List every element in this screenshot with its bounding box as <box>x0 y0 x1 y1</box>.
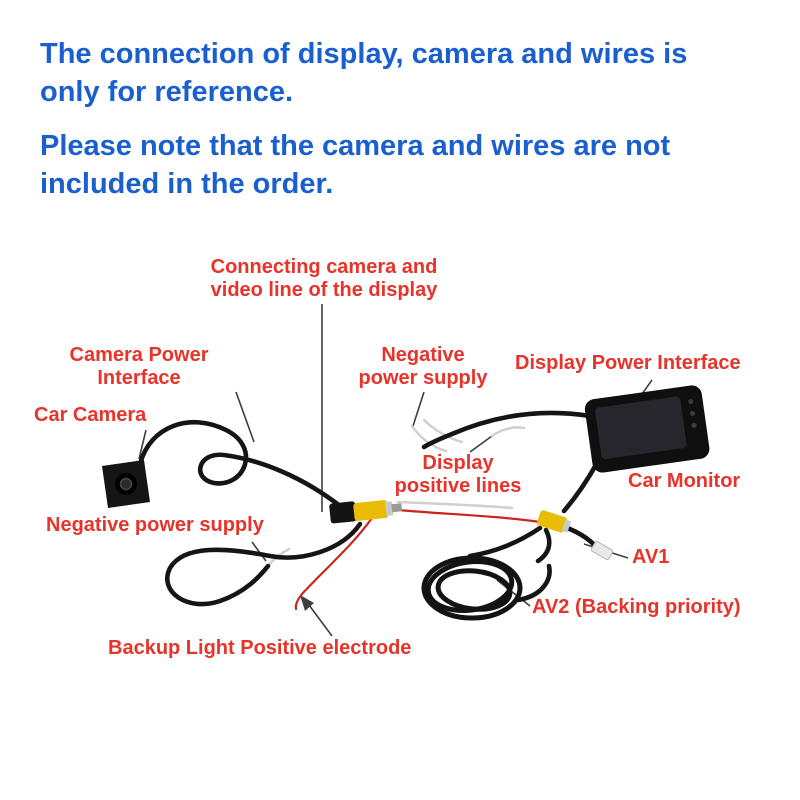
reference-note-line2: only for reference. <box>40 75 294 108</box>
red-wires <box>294 508 542 611</box>
label-camera-power-line2: Interface <box>97 367 181 390</box>
reference-note: The connection of display, camera and wi… <box>40 36 687 111</box>
cable-coil <box>421 555 523 621</box>
label-negative-power-supply-top: Negative power supply <box>350 344 496 390</box>
label-display-positive-line2: positive lines <box>394 475 522 498</box>
leader-display-power-line <box>641 379 653 395</box>
inclusion-note-line2: included in the order. <box>40 167 334 200</box>
video-rca-connector <box>329 500 403 524</box>
leader-negative-top-line <box>412 391 425 427</box>
car-camera-graphic <box>102 460 150 508</box>
leader-negative-bottom-line <box>251 541 267 562</box>
white-wire-av <box>396 500 514 510</box>
leader-lines <box>138 304 653 637</box>
label-display-positive-lines: Display positive lines <box>392 452 524 498</box>
label-display-positive-line1: Display <box>422 452 494 474</box>
leader-display-positive-line <box>469 435 493 453</box>
label-camera-power-interface: Camera Power Interface <box>55 344 223 390</box>
label-camera-power-line1: Camera Power <box>69 344 209 366</box>
label-av2: AV2 (Backing priority) <box>532 596 741 618</box>
leader-camera-power-line <box>235 391 255 443</box>
leader-car-camera-line <box>138 429 147 460</box>
coil-feed-cable <box>467 525 543 559</box>
monitor-cable <box>561 460 600 514</box>
white-wire-negative-top-2 <box>422 418 464 444</box>
red-wire-backup-light <box>294 516 374 611</box>
label-connecting-camera: Connecting camera and video line of the … <box>178 256 470 302</box>
reference-note-line1: The connection of display, camera and wi… <box>40 38 688 70</box>
white-wire-negative-top-1 <box>410 424 448 453</box>
display-harness-cable <box>421 410 593 450</box>
inclusion-note: Please note that the camera and wires ar… <box>40 128 670 203</box>
label-backup-light-positive: Backup Light Positive electrode <box>108 637 412 659</box>
label-car-camera: Car Camera <box>34 404 147 426</box>
av-rca-connector <box>537 510 572 533</box>
label-display-power-interface: Display Power Interface <box>515 352 741 374</box>
label-car-monitor: Car Monitor <box>628 470 741 492</box>
label-negative-top-line1: Negative <box>381 344 465 366</box>
red-wire-display <box>396 508 542 524</box>
label-connecting-camera-line2: video line of the display <box>210 279 438 302</box>
white-wires <box>266 418 526 568</box>
label-negative-power-supply-bottom: Negative power supply <box>46 514 264 536</box>
label-av1: AV1 <box>632 546 670 568</box>
white-wire-display-positive <box>490 426 526 438</box>
camera-cable <box>137 420 343 509</box>
label-negative-top-line2: power supply <box>358 367 488 390</box>
leader-backup-arrowhead <box>300 595 314 611</box>
av2-white-connector <box>590 541 614 561</box>
leader-backup-line <box>308 604 333 637</box>
av2-cable <box>535 527 552 564</box>
car-monitor-graphic <box>584 385 710 473</box>
power-harness-loop-cable <box>165 521 363 607</box>
leader-av2-line <box>496 579 531 607</box>
inclusion-note-line1: Please note that the camera and wires ar… <box>40 130 671 162</box>
label-connecting-camera-line1: Connecting camera and <box>210 256 438 278</box>
coil-tail-cable <box>515 563 552 603</box>
